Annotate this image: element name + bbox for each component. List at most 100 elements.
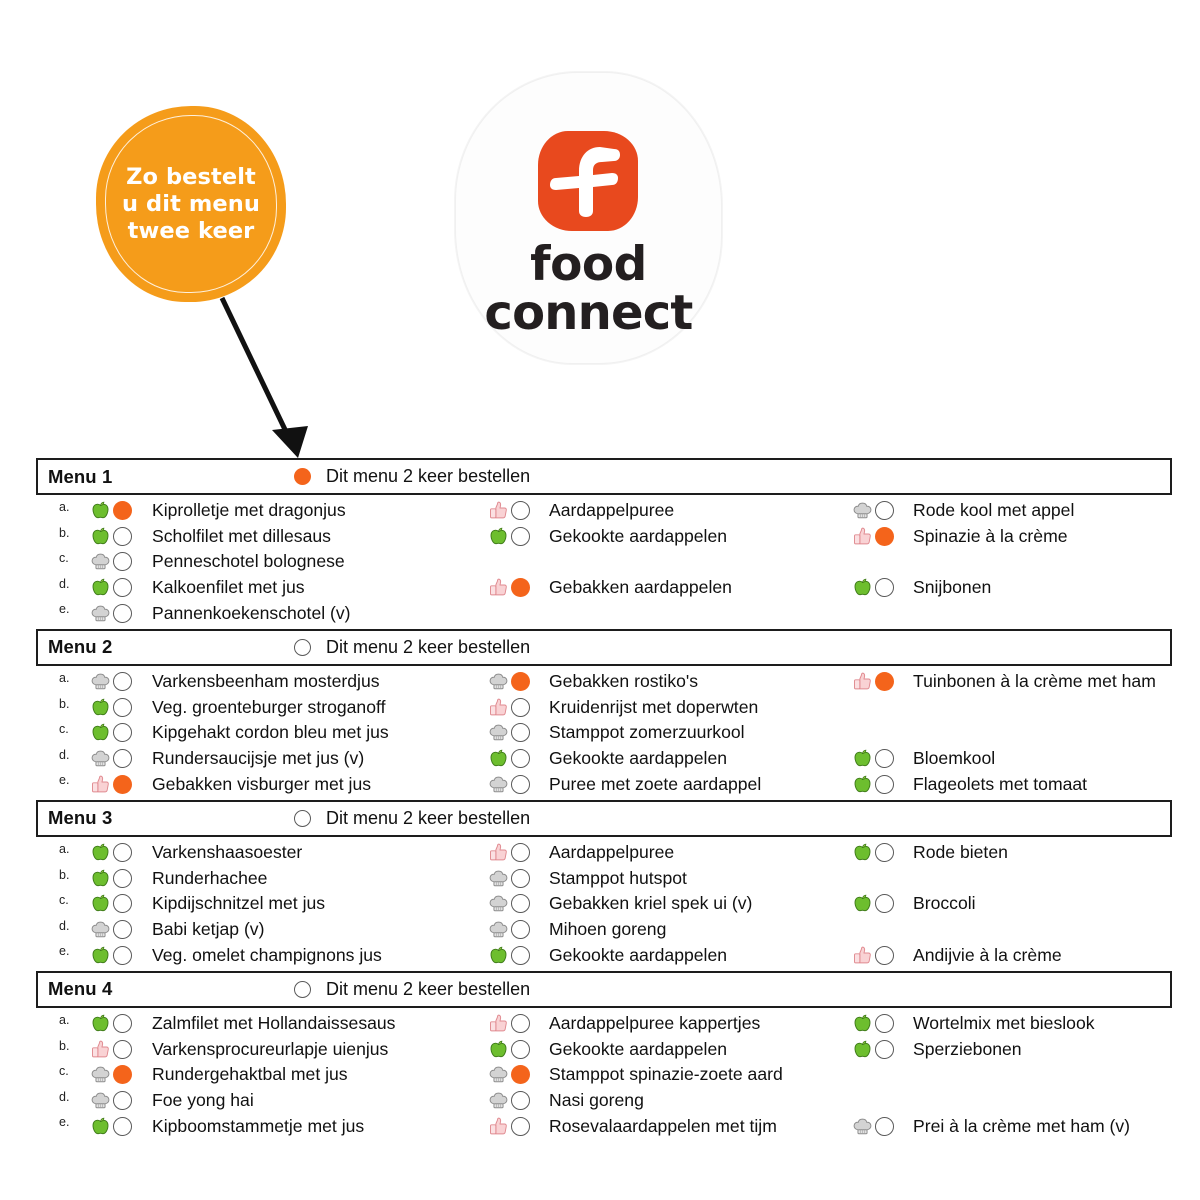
order-dot-empty[interactable] [511, 1039, 530, 1059]
menu-option-cell[interactable]: Penneschotel bolognese [90, 551, 345, 572]
menu-option-cell[interactable]: Broccoli [852, 893, 976, 914]
menu-option-cell[interactable]: Kalkoenfilet met jus [90, 577, 305, 598]
order-dot-empty[interactable] [113, 749, 132, 769]
menu-option-cell[interactable]: Gekookte aardappelen [488, 748, 727, 769]
order-dot-empty[interactable] [113, 723, 132, 743]
menu-option-cell[interactable]: Kipgehakt cordon bleu met jus [90, 722, 389, 743]
menu-option-cell[interactable]: Rode bieten [852, 842, 1008, 863]
order-dot-empty[interactable] [511, 723, 530, 743]
menu-option-cell[interactable]: Sperziebonen [852, 1039, 1022, 1060]
order-dot-empty[interactable] [113, 672, 132, 692]
order-dot-empty[interactable] [875, 1039, 894, 1059]
menu-order-twice-dot-empty[interactable] [294, 980, 311, 998]
menu-option-cell[interactable]: Stamppot spinazie-zoete aard [488, 1064, 783, 1085]
order-dot-empty[interactable] [511, 894, 530, 914]
order-dot-selected[interactable] [875, 672, 894, 692]
order-dot-empty[interactable] [113, 697, 132, 717]
menu-option-cell[interactable]: Zalmfilet met Hollandaissesaus [90, 1013, 395, 1034]
order-dot-empty[interactable] [511, 774, 530, 794]
order-dot-empty[interactable] [875, 578, 894, 598]
order-dot-empty[interactable] [511, 843, 530, 863]
menu-option-cell[interactable]: Kipdijschnitzel met jus [90, 893, 325, 914]
menu-option-cell[interactable]: Varkensprocureurlapje uienjus [90, 1039, 388, 1060]
menu-option-cell[interactable]: Gekookte aardappelen [488, 1039, 727, 1060]
order-dot-empty[interactable] [511, 868, 530, 888]
menu-option-cell[interactable]: Rundersaucijsje met jus (v) [90, 748, 364, 769]
menu-option-cell[interactable]: Tuinbonen à la crème met ham [852, 671, 1156, 692]
menu-option-cell[interactable]: Prei à la crème met ham (v) [852, 1116, 1130, 1137]
menu-option-cell[interactable]: Gebakken rostiko's [488, 671, 698, 692]
order-dot-empty[interactable] [875, 774, 894, 794]
menu-option-cell[interactable]: Puree met zoete aardappel [488, 774, 761, 795]
order-dot-empty[interactable] [875, 945, 894, 965]
menu-option-cell[interactable]: Kiprolletje met dragonjus [90, 500, 346, 521]
order-dot-empty[interactable] [875, 1116, 894, 1136]
order-dot-empty[interactable] [511, 920, 530, 940]
menu-option-cell[interactable]: Gebakken kriel spek ui (v) [488, 893, 752, 914]
menu-option-cell[interactable]: Gebakken visburger met jus [90, 774, 371, 795]
order-dot-empty[interactable] [113, 843, 132, 863]
menu-option-cell[interactable]: Wortelmix met bieslook [852, 1013, 1095, 1034]
menu-option-cell[interactable]: Gekookte aardappelen [488, 526, 727, 547]
order-dot-empty[interactable] [113, 578, 132, 598]
order-dot-selected[interactable] [511, 1065, 530, 1085]
menu-option-cell[interactable]: Andijvie à la crème [852, 945, 1062, 966]
order-dot-selected[interactable] [113, 774, 132, 794]
menu-option-cell[interactable]: Varkensbeenham mosterdjus [90, 671, 380, 692]
menu-option-cell[interactable]: Foe yong hai [90, 1090, 254, 1111]
menu-option-cell[interactable]: Mihoen goreng [488, 919, 666, 940]
order-dot-empty[interactable] [113, 868, 132, 888]
order-dot-selected[interactable] [511, 578, 530, 598]
order-dot-empty[interactable] [113, 920, 132, 940]
menu-option-cell[interactable]: Kruidenrijst met doperwten [488, 697, 758, 718]
order-dot-empty[interactable] [511, 1014, 530, 1034]
order-dot-selected[interactable] [113, 501, 132, 521]
menu-option-cell[interactable]: Aardappelpuree [488, 500, 674, 521]
menu-option-cell[interactable]: Aardappelpuree [488, 842, 674, 863]
menu-option-cell[interactable]: Babi ketjap (v) [90, 919, 264, 940]
order-dot-empty[interactable] [875, 843, 894, 863]
menu-option-cell[interactable]: Bloemkool [852, 748, 995, 769]
order-dot-empty[interactable] [113, 526, 132, 546]
menu-option-cell[interactable]: Snijbonen [852, 577, 991, 598]
menu-order-twice-dot-selected[interactable] [294, 468, 311, 485]
order-dot-empty[interactable] [113, 1090, 132, 1110]
order-dot-empty[interactable] [511, 945, 530, 965]
order-dot-empty[interactable] [875, 501, 894, 521]
order-dot-empty[interactable] [511, 1090, 530, 1110]
menu-option-cell[interactable]: Rundergehaktbal met jus [90, 1064, 348, 1085]
menu-option-cell[interactable]: Spinazie à la crème [852, 526, 1068, 547]
order-dot-selected[interactable] [511, 672, 530, 692]
order-dot-empty[interactable] [875, 1014, 894, 1034]
menu-order-twice-dot-empty[interactable] [294, 809, 311, 827]
order-dot-empty[interactable] [113, 552, 132, 572]
menu-option-cell[interactable]: Flageolets met tomaat [852, 774, 1087, 795]
menu-option-cell[interactable]: Stamppot hutspot [488, 868, 687, 889]
menu-option-cell[interactable]: Stamppot zomerzuurkool [488, 722, 745, 743]
order-dot-empty[interactable] [113, 1039, 132, 1059]
menu-option-cell[interactable]: Gekookte aardappelen [488, 945, 727, 966]
order-dot-empty[interactable] [511, 749, 530, 769]
order-dot-selected[interactable] [875, 526, 894, 546]
menu-option-cell[interactable]: Aardappelpuree kappertjes [488, 1013, 760, 1034]
menu-option-cell[interactable]: Rode kool met appel [852, 500, 1074, 521]
menu-option-cell[interactable]: Gebakken aardappelen [488, 577, 732, 598]
menu-order-twice-dot-empty[interactable] [294, 638, 311, 656]
order-dot-empty[interactable] [875, 749, 894, 769]
order-dot-empty[interactable] [113, 894, 132, 914]
order-dot-empty[interactable] [511, 501, 530, 521]
menu-option-cell[interactable]: Pannenkoekenschotel (v) [90, 603, 351, 624]
menu-option-cell[interactable]: Rosevalaardappelen met tijm [488, 1116, 777, 1137]
menu-option-cell[interactable]: Scholfilet met dillesaus [90, 526, 331, 547]
order-dot-empty[interactable] [875, 894, 894, 914]
menu-option-cell[interactable]: Nasi goreng [488, 1090, 644, 1111]
order-dot-empty[interactable] [511, 526, 530, 546]
menu-option-cell[interactable]: Veg. omelet champignons jus [90, 945, 382, 966]
order-dot-empty[interactable] [511, 1116, 530, 1136]
order-dot-empty[interactable] [113, 1116, 132, 1136]
menu-option-cell[interactable]: Runderhachee [90, 868, 267, 889]
menu-option-cell[interactable]: Varkenshaasoester [90, 842, 302, 863]
menu-option-cell[interactable]: Kipboomstammetje met jus [90, 1116, 364, 1137]
order-dot-empty[interactable] [113, 603, 132, 623]
order-dot-empty[interactable] [511, 697, 530, 717]
